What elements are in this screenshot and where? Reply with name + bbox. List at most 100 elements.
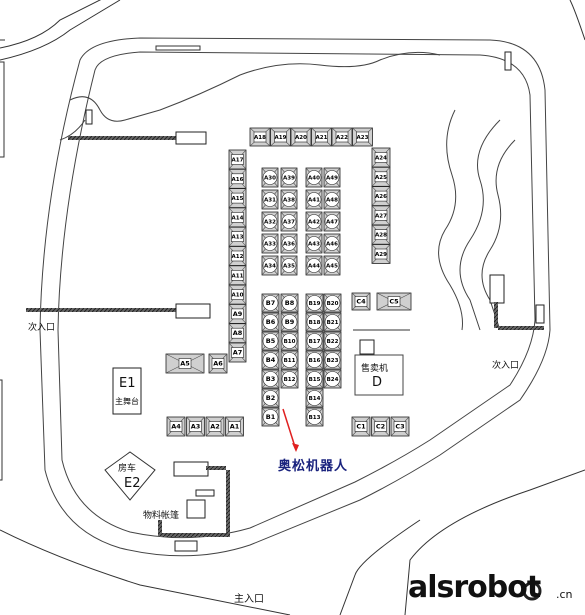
- booth-b18[interactable]: B18: [305, 312, 324, 332]
- booth-a43[interactable]: A43: [305, 233, 323, 254]
- booth-b14[interactable]: B14: [305, 388, 324, 408]
- booth-a2[interactable]: A2: [205, 416, 225, 437]
- booth-b24[interactable]: B24: [323, 369, 342, 389]
- booth-c4[interactable]: C4: [351, 292, 371, 311]
- booth-a42[interactable]: A42: [305, 211, 323, 232]
- booth-label: A47: [326, 220, 338, 226]
- booth-b23[interactable]: B23: [323, 350, 342, 370]
- booth-b6[interactable]: B6: [261, 312, 280, 332]
- booth-a32[interactable]: A32: [261, 211, 279, 232]
- booth-b7[interactable]: B7: [261, 293, 280, 313]
- booth-label: A45: [326, 264, 338, 270]
- booth-a11[interactable]: A11: [228, 265, 247, 286]
- booth-label: B19: [309, 301, 321, 307]
- booth-b1[interactable]: B1: [261, 407, 280, 427]
- booth-a35[interactable]: A35: [280, 255, 298, 276]
- booth-a30[interactable]: A30: [261, 167, 279, 188]
- booth-a24[interactable]: A24: [371, 147, 391, 168]
- booth-a4[interactable]: A4: [166, 416, 186, 437]
- booth-b2[interactable]: B2: [261, 388, 280, 408]
- booth-a41[interactable]: A41: [305, 189, 323, 210]
- booth-a49[interactable]: A49: [323, 167, 341, 188]
- booth-a10[interactable]: A10: [228, 284, 247, 305]
- booth-a26[interactable]: A26: [371, 186, 391, 207]
- booth-a33[interactable]: A33: [261, 233, 279, 254]
- booth-b9[interactable]: B9: [280, 312, 299, 332]
- booth-a17[interactable]: A17: [228, 149, 247, 170]
- booth-a1[interactable]: A1: [225, 416, 244, 437]
- booth-b11[interactable]: B11: [280, 350, 299, 370]
- main-entrance-label: 主入口: [234, 594, 264, 605]
- booth-a23[interactable]: A23: [352, 127, 373, 147]
- booth-label: A39: [283, 176, 295, 182]
- booth-a47[interactable]: A47: [323, 211, 341, 232]
- booth-a39[interactable]: A39: [280, 167, 298, 188]
- booth-c2[interactable]: C2: [371, 416, 390, 437]
- booth-a44[interactable]: A44: [305, 255, 323, 276]
- booth-a37[interactable]: A37: [280, 211, 298, 232]
- booth-label: A27: [375, 213, 387, 219]
- booth-a27[interactable]: A27: [371, 205, 391, 226]
- booth-label: C2: [376, 423, 385, 431]
- booth-b3[interactable]: B3: [261, 369, 280, 389]
- booth-label: B9: [285, 318, 295, 326]
- booth-a18[interactable]: A18: [249, 127, 271, 147]
- booth-label: A7: [233, 349, 243, 357]
- booth-b5[interactable]: B5: [261, 331, 280, 351]
- booth-b10[interactable]: B10: [280, 331, 299, 351]
- booth-a28[interactable]: A28: [371, 224, 391, 245]
- booth-a16[interactable]: A16: [228, 168, 247, 189]
- booth-a21[interactable]: A21: [311, 127, 332, 147]
- booth-a13[interactable]: A13: [228, 226, 247, 247]
- booth-b22[interactable]: B22: [323, 331, 342, 351]
- booth-a31[interactable]: A31: [261, 189, 279, 210]
- booth-label: B20: [327, 301, 339, 307]
- booth-b8[interactable]: B8: [280, 293, 299, 313]
- booth-a20[interactable]: A20: [290, 127, 312, 147]
- booth-a46[interactable]: A46: [323, 233, 341, 254]
- booth-a25[interactable]: A25: [371, 166, 391, 187]
- booth-label: A30: [264, 176, 276, 182]
- booth-a3[interactable]: A3: [186, 416, 205, 437]
- booth-c5[interactable]: C5: [376, 292, 412, 311]
- booth-label: B23: [327, 358, 339, 364]
- booth-b20[interactable]: B20: [323, 293, 342, 313]
- booth-c3[interactable]: C3: [390, 416, 410, 437]
- booth-b16[interactable]: B16: [305, 350, 324, 370]
- booth-a38[interactable]: A38: [280, 189, 298, 210]
- booth-a34[interactable]: A34: [261, 255, 279, 276]
- booth-label: A35: [283, 264, 295, 270]
- booth-b13[interactable]: B13: [305, 407, 324, 427]
- booth-label: A19: [275, 135, 287, 141]
- booth-label: C1: [356, 423, 366, 431]
- booth-a9[interactable]: A9: [228, 303, 247, 324]
- booth-a15[interactable]: A15: [228, 188, 247, 209]
- booth-label: B10: [284, 339, 296, 345]
- booth-b19[interactable]: B19: [305, 293, 324, 313]
- booth-a14[interactable]: A14: [228, 207, 247, 228]
- booth-label: A48: [326, 198, 338, 204]
- booth-a5[interactable]: A5: [165, 353, 205, 374]
- booth-b4[interactable]: B4: [261, 350, 280, 370]
- booth-a29[interactable]: A29: [371, 244, 391, 264]
- booth-a8[interactable]: A8: [228, 323, 247, 344]
- booth-a45[interactable]: A45: [323, 255, 341, 276]
- booth-a19[interactable]: A19: [270, 127, 291, 147]
- booth-label: A44: [308, 264, 320, 270]
- booth-a6[interactable]: A6: [208, 353, 228, 374]
- booth-label: C3: [395, 423, 404, 431]
- booth-a36[interactable]: A36: [280, 233, 298, 254]
- contour-lines: [39, 37, 551, 557]
- booth-a22[interactable]: A22: [331, 127, 353, 147]
- booth-a40[interactable]: A40: [305, 167, 323, 188]
- booth-b21[interactable]: B21: [323, 312, 342, 332]
- booth-a12[interactable]: A12: [228, 246, 247, 266]
- booth-a7[interactable]: A7: [228, 342, 247, 363]
- booth-a48[interactable]: A48: [323, 189, 341, 210]
- booth-b12[interactable]: B12: [280, 369, 299, 389]
- booth-c1[interactable]: C1: [351, 416, 371, 437]
- booth-b15[interactable]: B15: [305, 369, 324, 389]
- booth-label: A31: [264, 198, 276, 204]
- booth-b17[interactable]: B17: [305, 331, 324, 351]
